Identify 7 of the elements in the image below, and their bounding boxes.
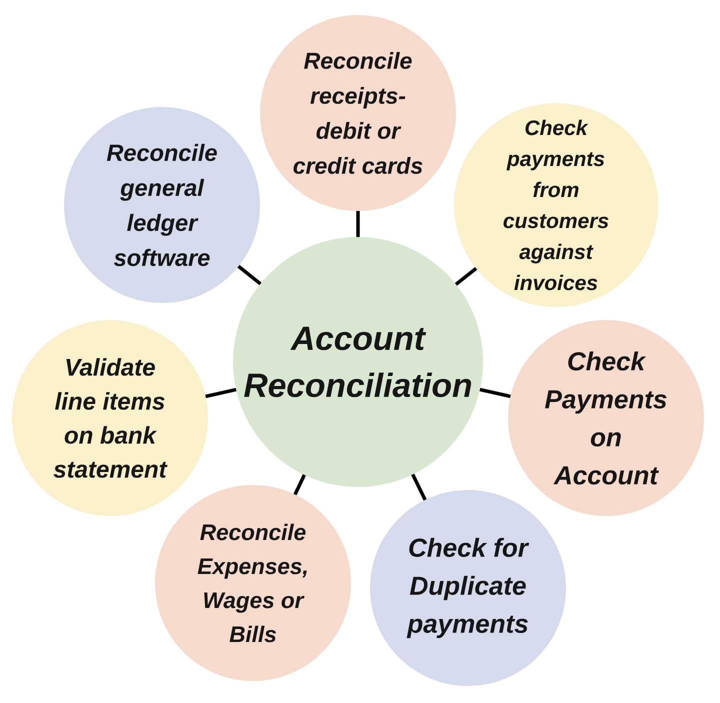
connector-line [411, 474, 427, 501]
connector-line [356, 211, 360, 237]
connector-line [454, 266, 478, 286]
connector-line [293, 474, 306, 496]
connector-line [205, 388, 236, 398]
connector-line [237, 264, 262, 286]
connector-line [480, 388, 511, 398]
